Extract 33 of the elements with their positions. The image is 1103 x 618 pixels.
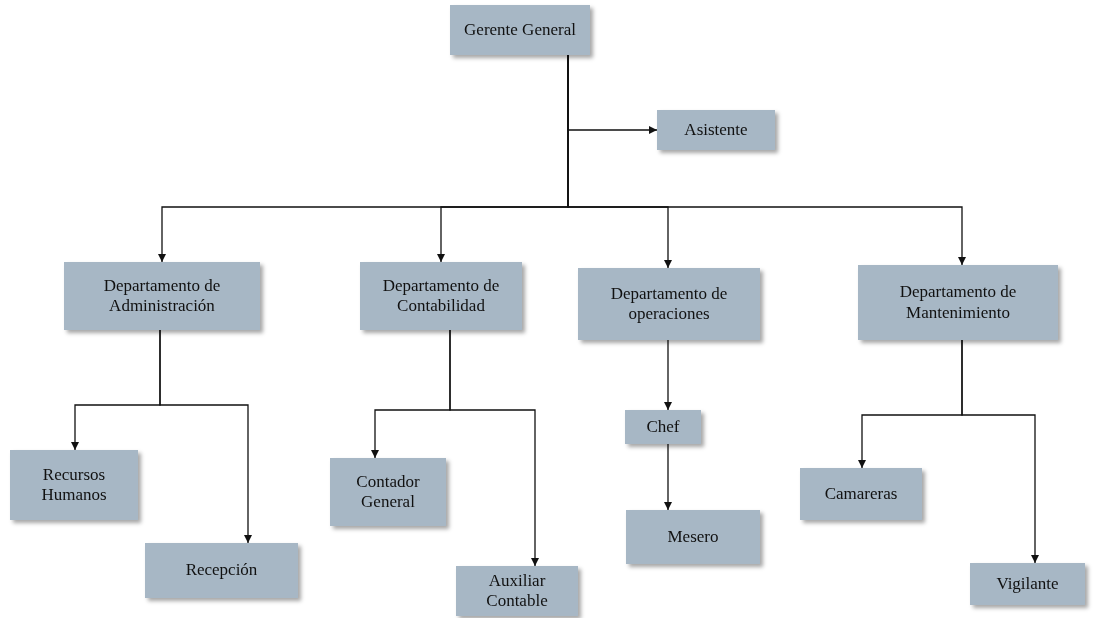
arrow [664,339,672,411]
arrow [449,329,539,567]
arrow [664,443,672,511]
box-label: Departamento de operaciones [609,283,729,325]
box-label: Gerente General [464,19,576,41]
box-label: Chef [646,416,680,438]
box-label: Departamento de Administración [102,275,222,317]
box-label: Recepción [185,560,258,581]
arrow [961,339,1039,564]
org-box [578,268,760,340]
box-label: Departamento de Mantenimiento [898,282,1018,323]
box-label: Departamento de Contabilidad [381,275,501,317]
org-box [456,566,578,616]
org-box [626,510,760,564]
box-label: Asistente [684,119,748,141]
arrow [159,329,252,544]
org-box [64,262,260,330]
org-box [657,110,775,150]
org-box [145,543,298,598]
org-box [858,265,1058,340]
box-label: Recursos Humanos [40,464,108,506]
box-label: Contador General [355,471,421,513]
org-box [625,410,701,444]
org-box [970,563,1085,605]
org-box [360,262,522,330]
box-label: Auxiliar Contable [485,570,549,612]
org-box [330,458,446,526]
box-label: Vigilante [996,573,1059,595]
box-label: Mesero [667,526,719,548]
box-label: Camareras [824,483,898,505]
org-box [450,5,590,55]
org-box [10,450,138,520]
org-box [800,468,922,520]
